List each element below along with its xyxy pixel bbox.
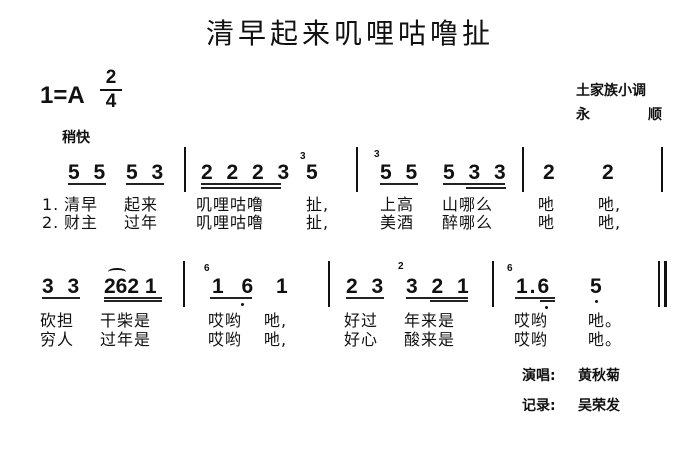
beam — [104, 297, 162, 299]
lyric: 吔, — [598, 195, 622, 214]
barline — [184, 147, 186, 192]
lyric: 山哪么 — [442, 195, 494, 214]
region-left: 永 — [576, 107, 590, 123]
lyric: 吔 — [538, 195, 556, 214]
lyric: 吔, — [264, 330, 288, 349]
time-signature-top: 2 — [105, 67, 117, 88]
barline — [661, 147, 663, 192]
lyric: 过年 — [124, 213, 159, 232]
barline — [522, 147, 524, 192]
lyric: 砍担 — [40, 311, 75, 330]
lyric: 年来是 — [404, 311, 456, 330]
recorder-label: 记录: — [522, 398, 556, 414]
lyric: 哎哟 — [514, 330, 549, 349]
time-signature-divider — [100, 89, 122, 91]
note: 5 — [306, 161, 318, 184]
lyric: 吔 — [538, 213, 556, 232]
lyric: 吔。 — [588, 330, 623, 349]
lyric: 财主 — [64, 213, 99, 232]
beam — [430, 300, 468, 302]
note-group: 1.6 — [516, 275, 552, 298]
lyric: 哎哟 — [208, 330, 243, 349]
note-group: 3 3 — [42, 275, 84, 298]
verse-number: 2. — [42, 213, 60, 232]
note-group: 5 5 — [68, 161, 110, 184]
note-group: 5 5 — [380, 161, 422, 184]
lyric: 酸来是 — [404, 330, 456, 349]
lyric: 哎哟 — [514, 311, 549, 330]
grace-note: 6 — [507, 263, 513, 274]
lyric: 过年是 — [100, 330, 152, 349]
final-barline-thin — [658, 261, 660, 307]
genre-label: 土家族小调 — [576, 83, 646, 99]
grace-note: 2 — [398, 261, 404, 272]
note: 2 — [602, 161, 614, 184]
lyric: 吔, — [264, 311, 288, 330]
beam — [104, 300, 162, 302]
grace-note: 3 — [374, 149, 380, 160]
tempo-marking: 稍快 — [62, 130, 90, 146]
lyric: 上高 — [380, 195, 415, 214]
beam — [346, 297, 384, 299]
beam — [68, 183, 106, 185]
note-group: 5 3 3 — [443, 161, 510, 184]
lyric: 扯, — [306, 213, 330, 232]
lyric: 叽哩咕噜 — [196, 195, 265, 214]
lyric: 吔。 — [588, 311, 623, 330]
lyric: 起来 — [124, 195, 159, 214]
note: 2 — [543, 161, 555, 184]
beam — [201, 187, 281, 189]
barline — [356, 147, 358, 192]
time-signature-bottom: 4 — [105, 91, 117, 112]
grace-note: 3 — [300, 151, 306, 162]
note-group: 1 6 — [212, 275, 260, 298]
beam — [540, 300, 555, 302]
lyric: 干柴是 — [100, 311, 152, 330]
barline — [328, 261, 330, 307]
beam — [406, 297, 468, 299]
slur — [108, 268, 126, 276]
lyric: 扯, — [306, 195, 330, 214]
lyric: 叽哩咕噜 — [196, 213, 265, 232]
beam — [42, 297, 80, 299]
lyric: 穷人 — [40, 330, 75, 349]
singer-name: 黄秋菊 — [578, 368, 620, 384]
verse-number: 1. — [42, 195, 60, 214]
lyric: 清早 — [64, 195, 99, 214]
beam — [210, 297, 252, 299]
note: 5 — [590, 275, 602, 298]
lyric: 好过 — [344, 311, 379, 330]
grace-note: 6 — [204, 263, 210, 274]
note-group: 262 1 — [104, 275, 157, 298]
lyric: 美酒 — [380, 213, 415, 232]
lyric: 好心 — [344, 330, 379, 349]
note: 1 — [276, 275, 288, 298]
lyric: 吔, — [598, 213, 622, 232]
note-group: 5 3 — [126, 161, 168, 184]
beam — [515, 297, 555, 299]
lyric: 醉哪么 — [442, 213, 494, 232]
beam — [443, 183, 505, 185]
beam — [126, 183, 164, 185]
time-signature: 2 4 — [100, 68, 122, 112]
final-barline-thick — [664, 261, 667, 307]
key-signature: 1=A — [40, 82, 85, 109]
lower-octave-dot — [545, 306, 548, 309]
beam — [466, 187, 506, 189]
lower-octave-dot — [595, 300, 598, 303]
singer-label: 演唱: — [522, 368, 556, 384]
barline — [183, 261, 185, 307]
recorder-name: 吴荣发 — [578, 398, 620, 414]
lower-octave-dot — [241, 303, 244, 306]
note-group: 2 2 2 3 — [201, 161, 294, 184]
beam — [201, 183, 281, 185]
note-group: 2 3 — [346, 275, 388, 298]
barline — [492, 261, 494, 307]
lyric: 哎哟 — [208, 311, 243, 330]
song-title: 清早起来叽哩咕噜扯 — [205, 17, 494, 50]
note-group: 3 2 1 — [406, 275, 473, 298]
beam — [380, 183, 418, 185]
region-right: 顺 — [648, 107, 662, 123]
